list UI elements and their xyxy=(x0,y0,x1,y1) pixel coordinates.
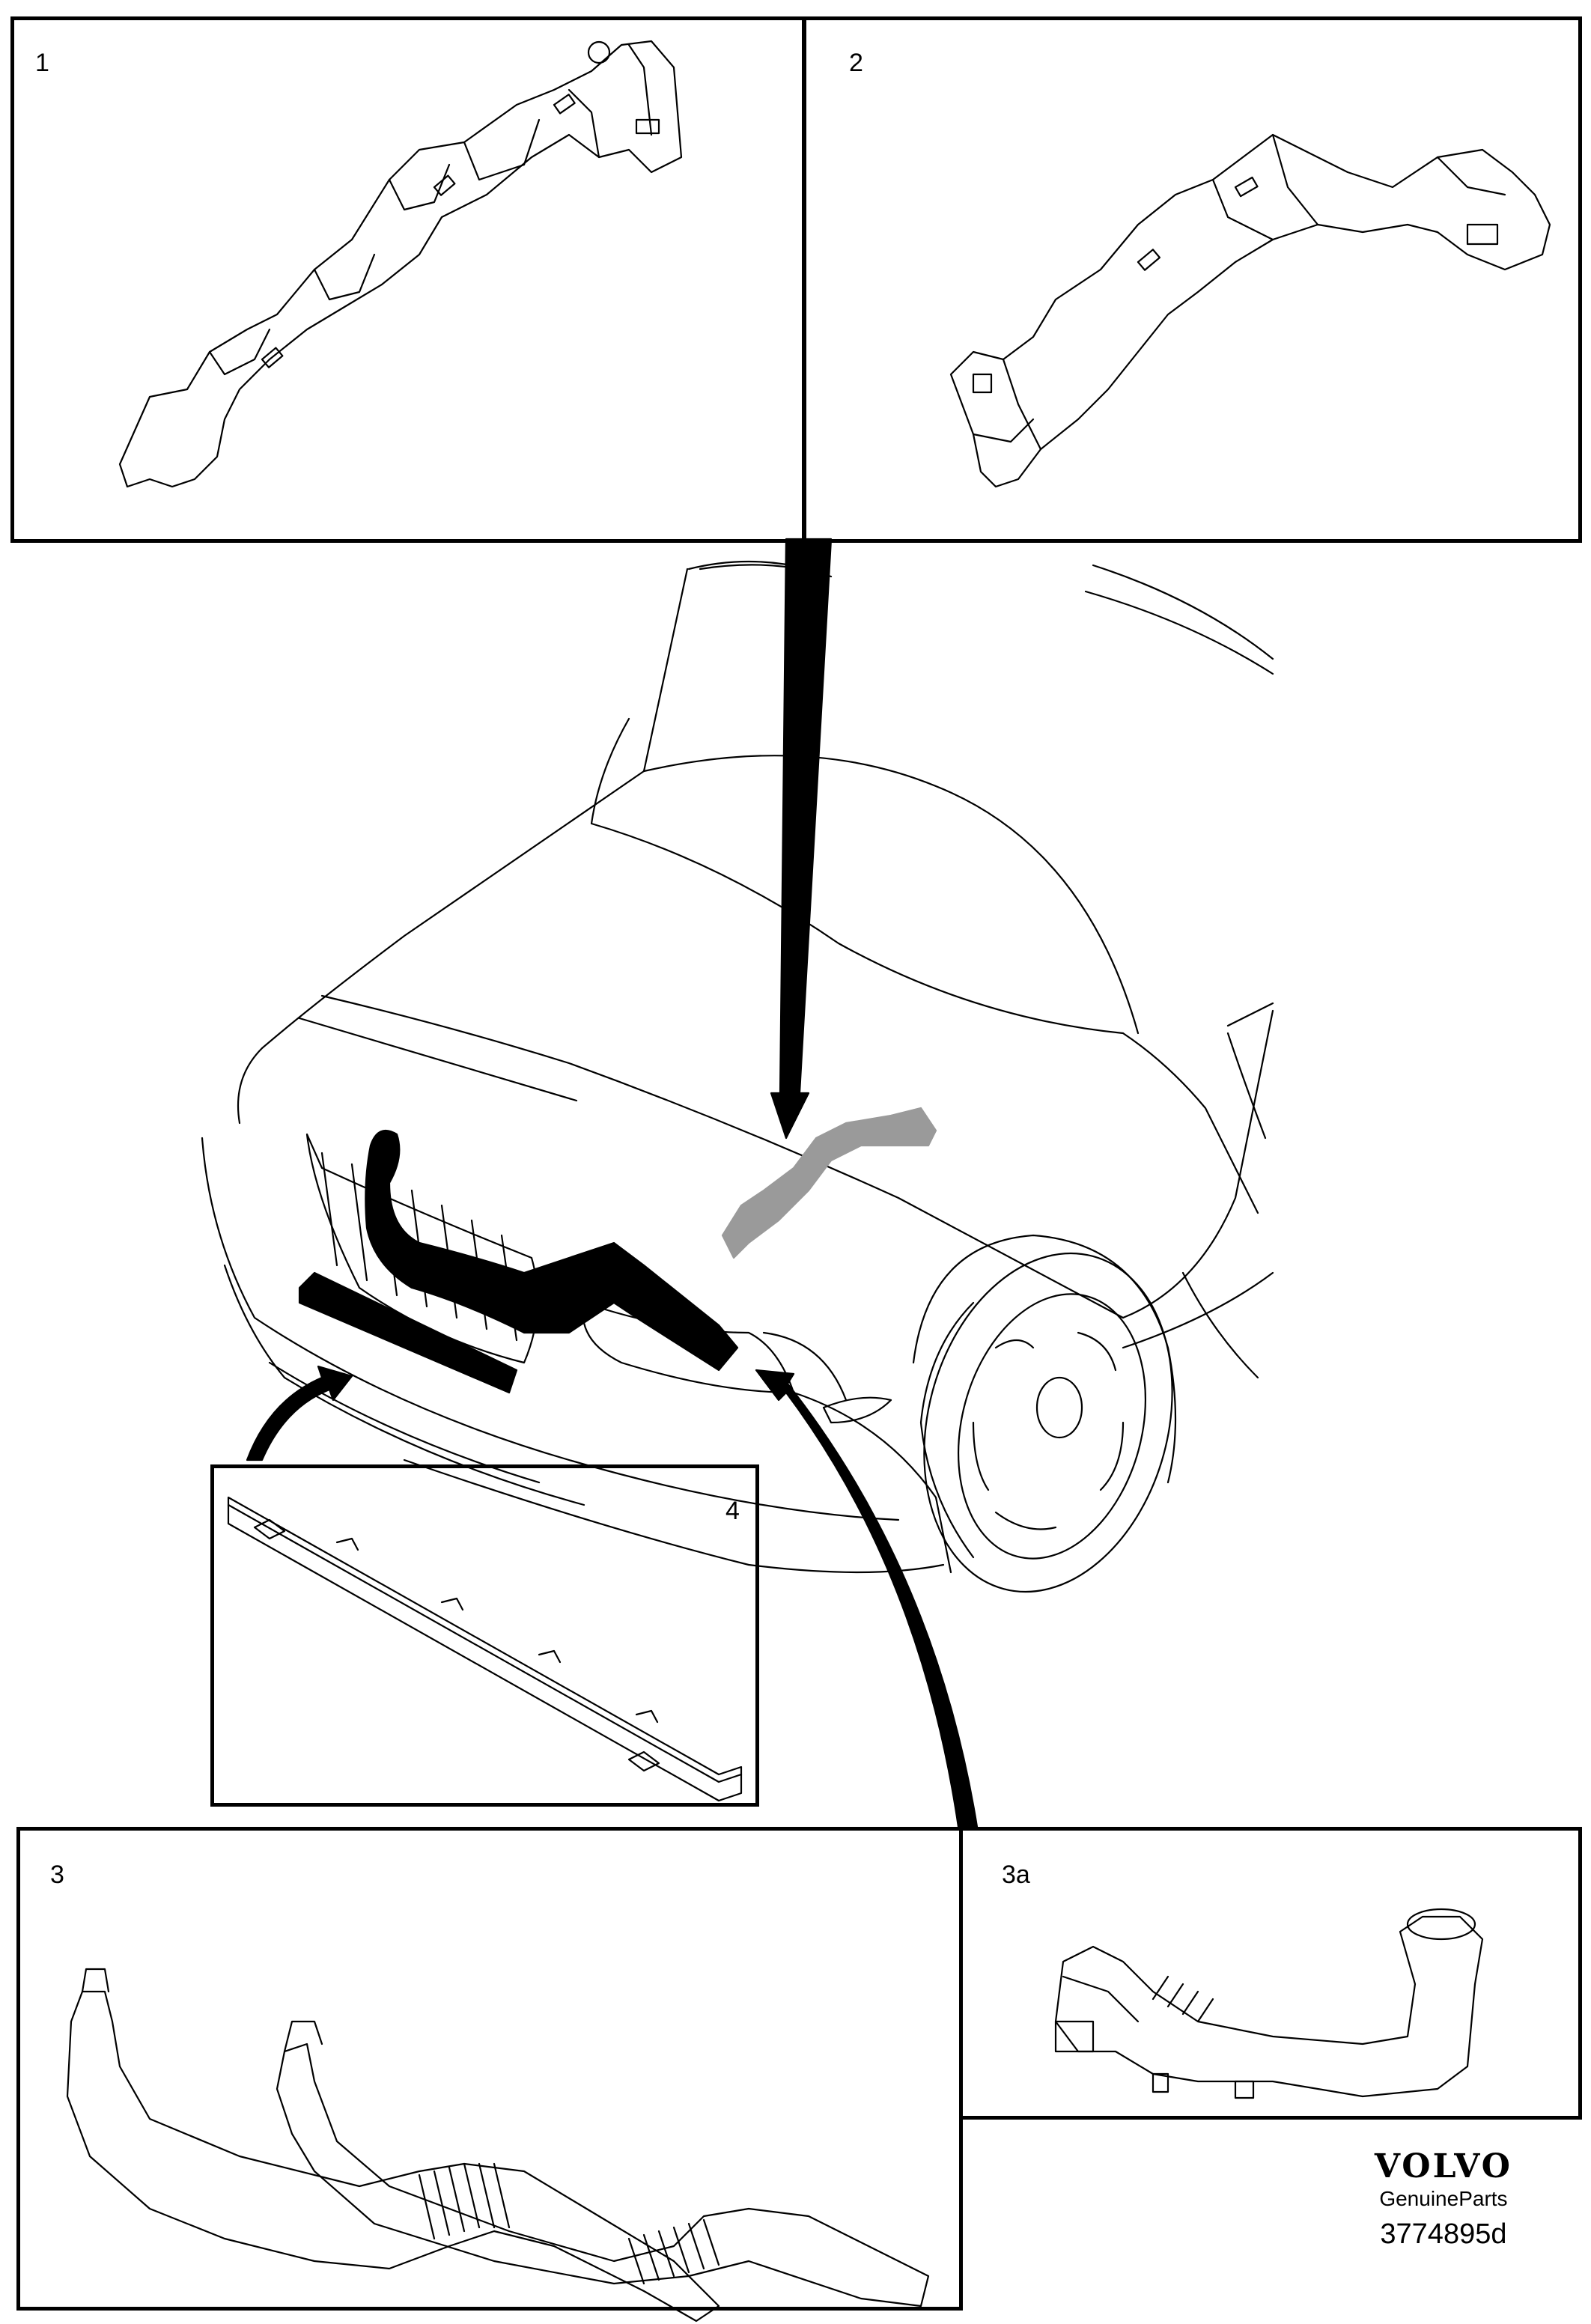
panel-3a-label: 3a xyxy=(1002,1861,1030,1889)
part-2-drawing xyxy=(949,133,1551,488)
part-3-drawing xyxy=(66,1968,930,2323)
highlight-black-hose xyxy=(298,1129,739,1394)
highlight-grey-duct xyxy=(721,1107,937,1259)
panel-4-label: 4 xyxy=(725,1497,740,1525)
brand-block: VOLVO GenuineParts 3774895d xyxy=(1375,2147,1512,2251)
panel-4: 4 xyxy=(210,1464,759,1807)
panel-3: 3 xyxy=(16,1827,963,2311)
volvo-logo: VOLVO xyxy=(1374,2147,1512,2185)
part-4-drawing xyxy=(227,1496,743,1802)
panel-1-label: 1 xyxy=(35,49,49,77)
car-illustration xyxy=(201,560,1274,1593)
callout-arrows xyxy=(246,538,979,1828)
part-1-drawing xyxy=(118,40,683,488)
panel-2-label: 2 xyxy=(849,49,863,77)
panel-2: 2 xyxy=(802,16,1582,543)
panel-1: 1 xyxy=(10,16,806,543)
panel-3-label: 3 xyxy=(50,1861,64,1889)
panel-3a: 3a xyxy=(959,1827,1582,2120)
part-3a-drawing xyxy=(1054,1908,1484,2099)
brand-subtitle: GenuineParts xyxy=(1379,2187,1508,2210)
diagram-code: 3774895d xyxy=(1380,2218,1507,2250)
